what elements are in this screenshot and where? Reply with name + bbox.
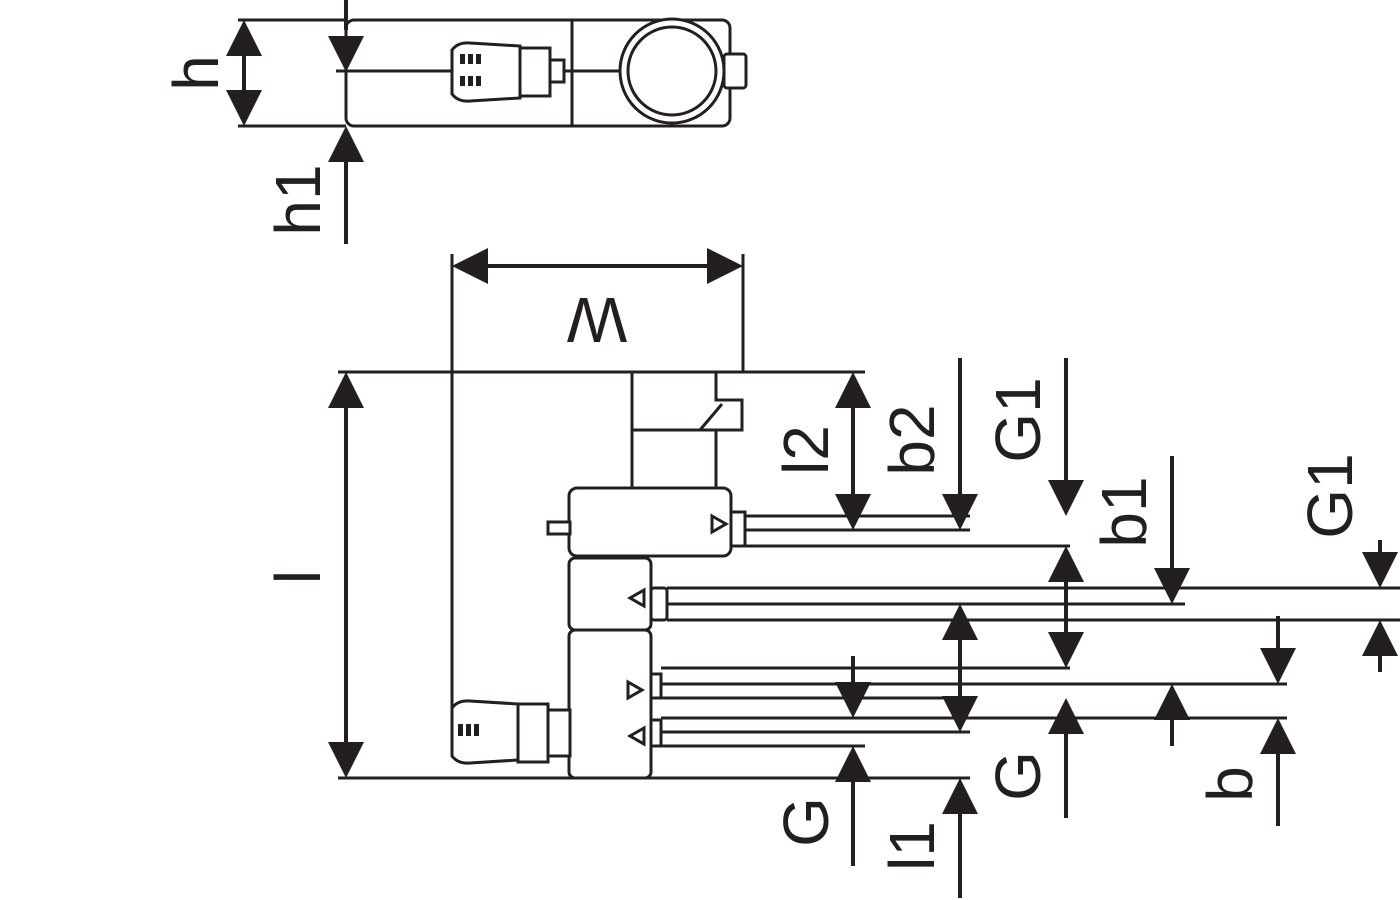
valve-housing [546,370,747,780]
dimension-w: W [450,248,745,712]
label-h: h [160,55,232,91]
dimension-b1: b1 [1088,456,1190,746]
dimension-g-bottom: G [770,656,871,866]
pipes [661,514,1400,748]
dimension-l: l [262,372,364,778]
top-view: h h1 [160,0,748,244]
dimension-b2: b2 [876,358,978,732]
dimension-g1-upper: G1 [982,358,1084,668]
dimension-l1: l1 [876,778,978,898]
top-view-cap [618,17,748,125]
dimension-h: h [160,20,262,126]
dimension-h1: h1 [262,0,364,244]
label-b1: b1 [1088,476,1160,547]
label-b2: b2 [876,404,948,475]
front-view-connector [450,699,572,765]
dimension-b: b [1194,616,1296,826]
front-view: W [262,248,1400,898]
label-g1-right: G1 [1294,453,1366,538]
label-l: l [262,570,334,584]
top-view-connector [450,41,566,103]
label-w: W [566,284,627,356]
label-g-bottom: G [770,797,842,847]
label-b: b [1194,766,1266,802]
dimension-l2: l2 [770,372,871,530]
label-l2: l2 [770,425,842,475]
label-l1: l1 [876,821,948,871]
dimension-g1-right: G1 [1294,453,1398,672]
label-g-mid: G [982,751,1054,801]
label-g1-upper: G1 [982,377,1054,462]
dimension-g-mid: G [982,698,1084,818]
label-h1: h1 [262,164,334,235]
